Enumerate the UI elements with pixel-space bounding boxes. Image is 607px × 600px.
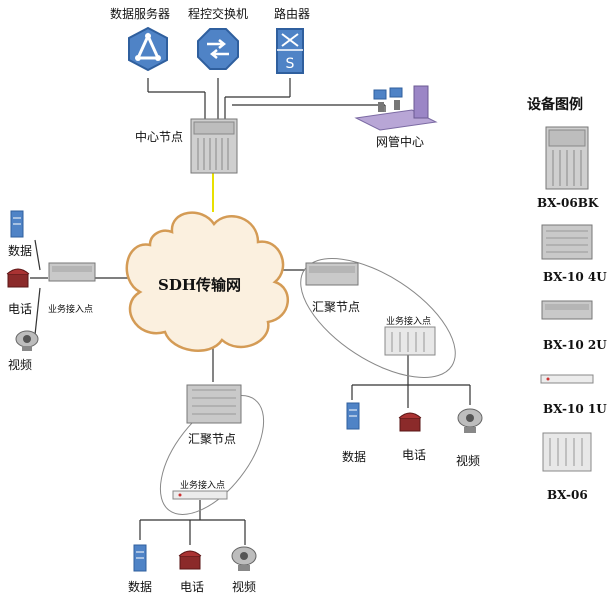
- left-video-icon: [15, 330, 39, 351]
- nms-workstation-icon: [354, 85, 438, 131]
- legend-bx10-1u-icon: [540, 374, 594, 384]
- router-icon: S: [276, 28, 304, 74]
- right-data-label: 数据: [342, 450, 367, 464]
- bottom-access-label: 业务接入点: [180, 481, 226, 491]
- legend-bx06bk-icon: [545, 126, 589, 190]
- svg-text:S: S: [286, 56, 295, 72]
- sdh-cloud: [125, 211, 290, 352]
- legend-bx10-4u-icon: [541, 224, 593, 260]
- center-node-device-icon: [190, 118, 238, 174]
- bottom-aggregation-device-icon: [186, 384, 242, 424]
- right-aggregation-label: 汇聚节点: [312, 300, 361, 314]
- right-phone-label: 电话: [402, 448, 427, 462]
- left-phone-label: 电话: [8, 302, 33, 316]
- bottom-phone-label: 电话: [180, 580, 205, 594]
- bottom-data-label: 数据: [128, 580, 153, 594]
- bottom-branch-ellipse: [159, 395, 265, 515]
- left-phone-icon: [6, 268, 30, 288]
- switch-icon: [197, 28, 239, 70]
- data-server-label: 数据服务器: [110, 7, 171, 21]
- right-phone-icon: [398, 412, 422, 432]
- link-left-data: [34, 239, 41, 271]
- bottom-data-icon: [133, 544, 147, 572]
- legend-item-bx10-2u: BX-10 2U: [543, 338, 607, 352]
- legend-item-bx10-4u: BX-10 4U: [543, 270, 607, 284]
- sdh-network-label: SDH传输网: [158, 276, 242, 294]
- data-server-icon: [128, 26, 168, 72]
- bottom-video-label: 视频: [232, 580, 257, 594]
- router-label: 路由器: [274, 7, 311, 21]
- right-data-icon: [346, 402, 360, 430]
- right-branch-ellipse: [300, 258, 456, 378]
- right-video-icon: [457, 408, 483, 433]
- nms-center-label: 网管中心: [376, 135, 425, 149]
- left-video-label: 视频: [8, 358, 33, 372]
- legend-item-bx10-1u: BX-10 1U: [543, 402, 607, 416]
- left-access-label: 业务接入点: [48, 305, 94, 315]
- left-data-label: 数据: [8, 244, 33, 258]
- bottom-phone-icon: [178, 550, 202, 570]
- right-access-device-icon: [384, 326, 436, 356]
- center-node-label: 中心节点: [135, 130, 184, 144]
- legend-bx10-2u-icon: [541, 300, 593, 320]
- legend-item-bx06bk: BX-06BK: [537, 196, 599, 210]
- switch-label: 程控交换机: [188, 7, 249, 21]
- left-data-icon: [10, 210, 24, 238]
- right-access-label: 业务接入点: [386, 317, 432, 327]
- legend-title: 设备图例: [527, 97, 583, 113]
- left-access-device-icon: [48, 262, 96, 282]
- link-left-video: [34, 287, 41, 336]
- bottom-aggregation-label: 汇聚节点: [188, 432, 237, 446]
- bottom-video-icon: [231, 546, 257, 571]
- bottom-access-device-icon: [172, 490, 228, 500]
- right-aggregation-device-icon: [305, 262, 359, 286]
- legend-bx06-icon: [542, 432, 592, 472]
- legend-item-bx06: BX-06: [547, 488, 588, 502]
- right-video-label: 视频: [456, 454, 481, 468]
